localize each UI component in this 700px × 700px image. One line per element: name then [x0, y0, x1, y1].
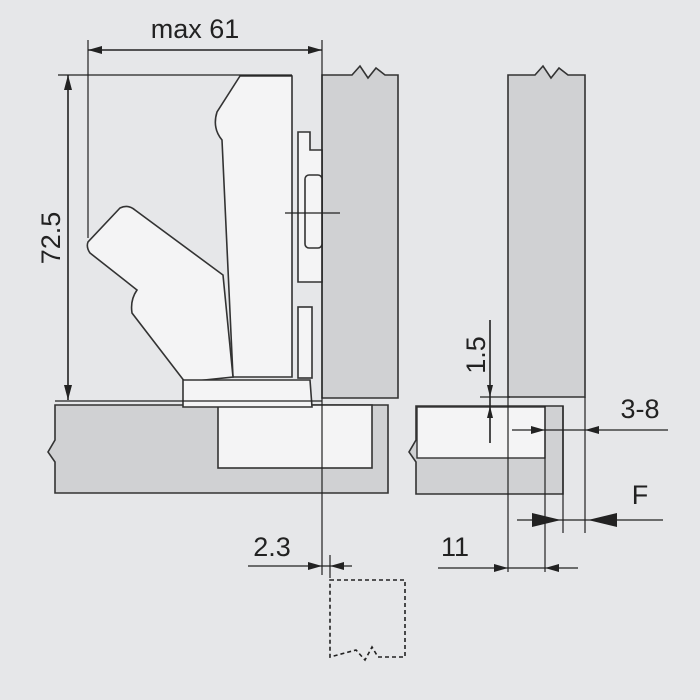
- dimension-72-5: 72.5: [36, 74, 322, 402]
- dimension-1-5: 1.5: [461, 320, 510, 443]
- offset-2-3-label: 2.3: [253, 532, 291, 562]
- dashed-door-outline: [329, 579, 406, 662]
- dimension-3-8: 3-8: [512, 394, 668, 434]
- dimension-max-61: max 61: [87, 14, 323, 575]
- door-panel-left: [321, 64, 399, 399]
- dimension-11: 11: [438, 532, 578, 572]
- dimension-2-3: 2.3: [248, 532, 352, 578]
- height-72-5-label: 72.5: [36, 212, 66, 265]
- hinge-drawing: [86, 75, 340, 408]
- cabinet-panel-right-face: [416, 406, 546, 459]
- max-61-label: max 61: [151, 14, 240, 44]
- f-label: F: [632, 480, 649, 510]
- dimension-f: F: [517, 480, 663, 527]
- drill-11-label: 11: [441, 532, 469, 562]
- cup-recess: [217, 404, 373, 469]
- door-panel-right: [507, 64, 586, 398]
- gap-1-5-label: 1.5: [461, 336, 491, 374]
- overlay-3-8-label: 3-8: [620, 394, 659, 424]
